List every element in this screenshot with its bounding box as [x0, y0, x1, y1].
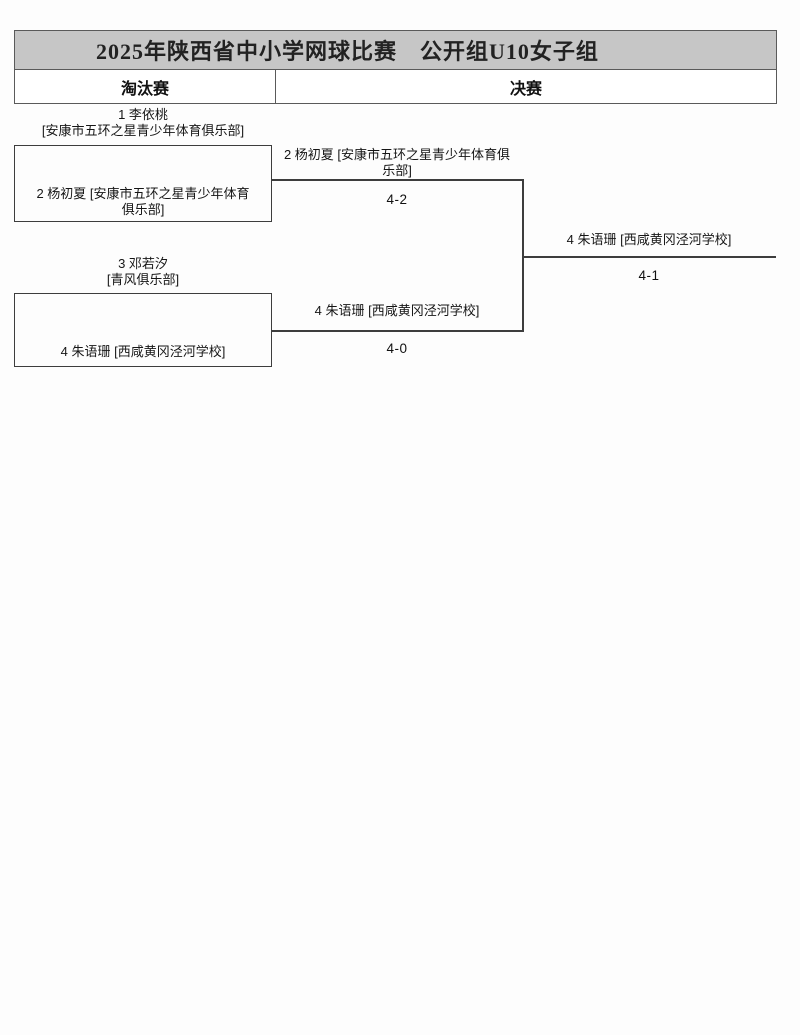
- tournament-title: 2025年陕西省中小学网球比赛 公开组U10女子组: [96, 39, 599, 64]
- match2-player-top: 3 邓若汐 [青风俱乐部]: [14, 256, 272, 288]
- match2-winner-line: [272, 330, 522, 332]
- match2-player-bottom: 4 朱语珊 [西咸黄冈泾河学校]: [60, 344, 226, 359]
- match1-player-top-name: 1 李依桃: [118, 107, 168, 122]
- round-header-final: 决赛: [509, 80, 542, 98]
- final-winner: 4 朱语珊 [西咸黄冈泾河学校]: [566, 232, 732, 247]
- match2-winner: 4 朱语珊 [西咸黄冈泾河学校]: [314, 303, 480, 318]
- match1-score: 4-2: [386, 192, 408, 207]
- final-score: 4-1: [638, 268, 660, 283]
- match2-box: [14, 293, 272, 367]
- match1-winner-line: [272, 179, 522, 181]
- round-header-knockout: 淘汰赛: [15, 70, 276, 103]
- round-header-row: 淘汰赛 决赛: [14, 70, 777, 104]
- match2-score: 4-0: [386, 341, 408, 356]
- match2-player-top-name: 3 邓若汐: [118, 256, 168, 271]
- match1-player-bottom: 2 杨初夏 [安康市五环之星青少年体育俱乐部]: [36, 186, 250, 217]
- match1-winner: 2 杨初夏 [安康市五环之星青少年体育俱乐部]: [283, 147, 511, 178]
- final-connector-line: [522, 179, 524, 332]
- final-winner-line: [522, 256, 776, 258]
- tournament-title-bar: 2025年陕西省中小学网球比赛 公开组U10女子组: [14, 30, 777, 70]
- match2-player-top-club: [青风俱乐部]: [106, 272, 180, 287]
- match1-box: [14, 145, 272, 222]
- match1-player-top-club: [安康市五环之星青少年体育俱乐部]: [41, 123, 245, 138]
- match1-player-top: 1 李依桃 [安康市五环之星青少年体育俱乐部]: [14, 107, 272, 139]
